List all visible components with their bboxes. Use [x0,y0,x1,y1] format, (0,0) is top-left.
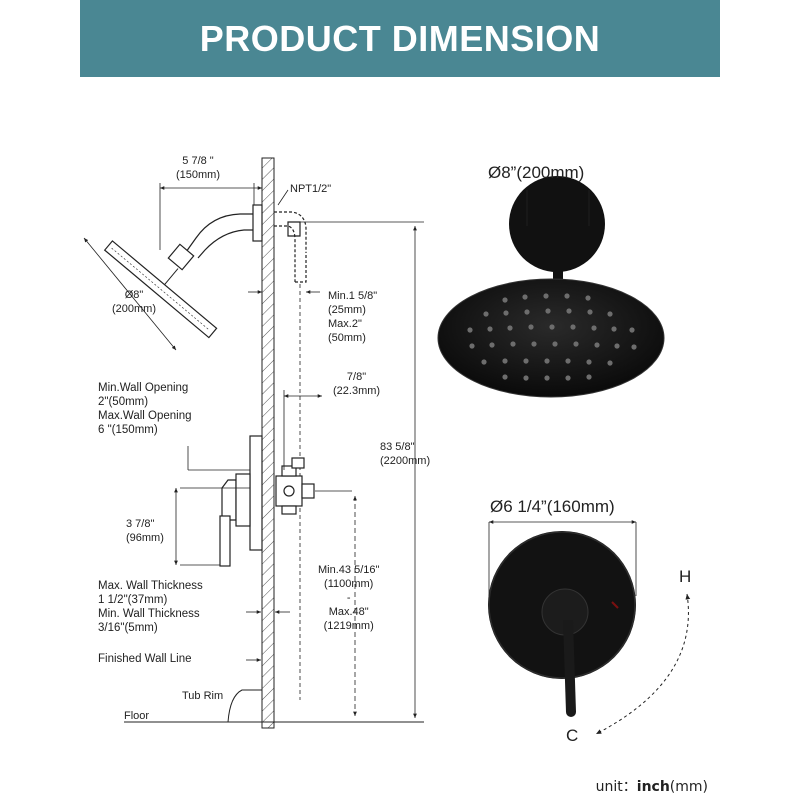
floor-label: Floor [124,710,150,722]
wall-opening-label: Min.Wall Opening 2"(50mm) Max.Wall Openi… [98,382,192,436]
wall [261,157,275,729]
tub-rim-label: Tub Rim [182,690,224,702]
head-diameter-dim [83,237,177,351]
wall-opening-dim [174,446,352,566]
cold-label: C [566,726,579,745]
showerhead-diameter-label: Ø8”(200mm) [488,163,585,182]
finished-wall-label: Finished Wall Line [98,653,192,665]
title-banner: PRODUCT DIMENSION [80,0,720,77]
head-diameter-label: Ø8" (200mm) [112,289,157,315]
total-height-dim [290,221,424,718]
valve-body [219,435,315,567]
valve-offset-label: 3 7/8" (96mm) [126,518,164,544]
showerhead-side [103,240,218,339]
wall-thickness-label: Max. Wall Thickness 1 1/2"(37mm) Min. Wa… [98,580,203,634]
wall-thickness-dim [246,610,290,662]
arm-length-label: 5 7/8 " (150mm) [176,155,221,181]
arm-length-dim [159,183,289,250]
npt-label: NPT1/2" [290,183,332,195]
tub-and-floor [124,689,424,723]
showerhead-product [437,176,665,398]
page-title: PRODUCT DIMENSION [199,17,601,59]
hot-label: H [679,567,692,586]
rotation-arc [595,593,691,735]
shower-arm [167,204,307,283]
trim-diameter-label: Ø6 1/4”(160mm) [490,497,615,516]
unit-note: unit：inch(mm) [595,779,708,795]
total-height-label: 83 5/8" (2200mm) [380,441,431,467]
valve-depth-label: 7/8" (22.3mm) [333,371,381,397]
valve-depth-dim [283,390,322,470]
arm-depth-label: Min.1 5/8" (25mm) Max.2" (50mm) [328,290,378,344]
trim-plate-product [488,520,637,717]
arm-depth-dim [248,284,320,700]
nozzle-grid [467,293,637,381]
valve-height-label: Min.43 5/16" (1100mm) - Max.48" (1219mm) [318,564,380,632]
